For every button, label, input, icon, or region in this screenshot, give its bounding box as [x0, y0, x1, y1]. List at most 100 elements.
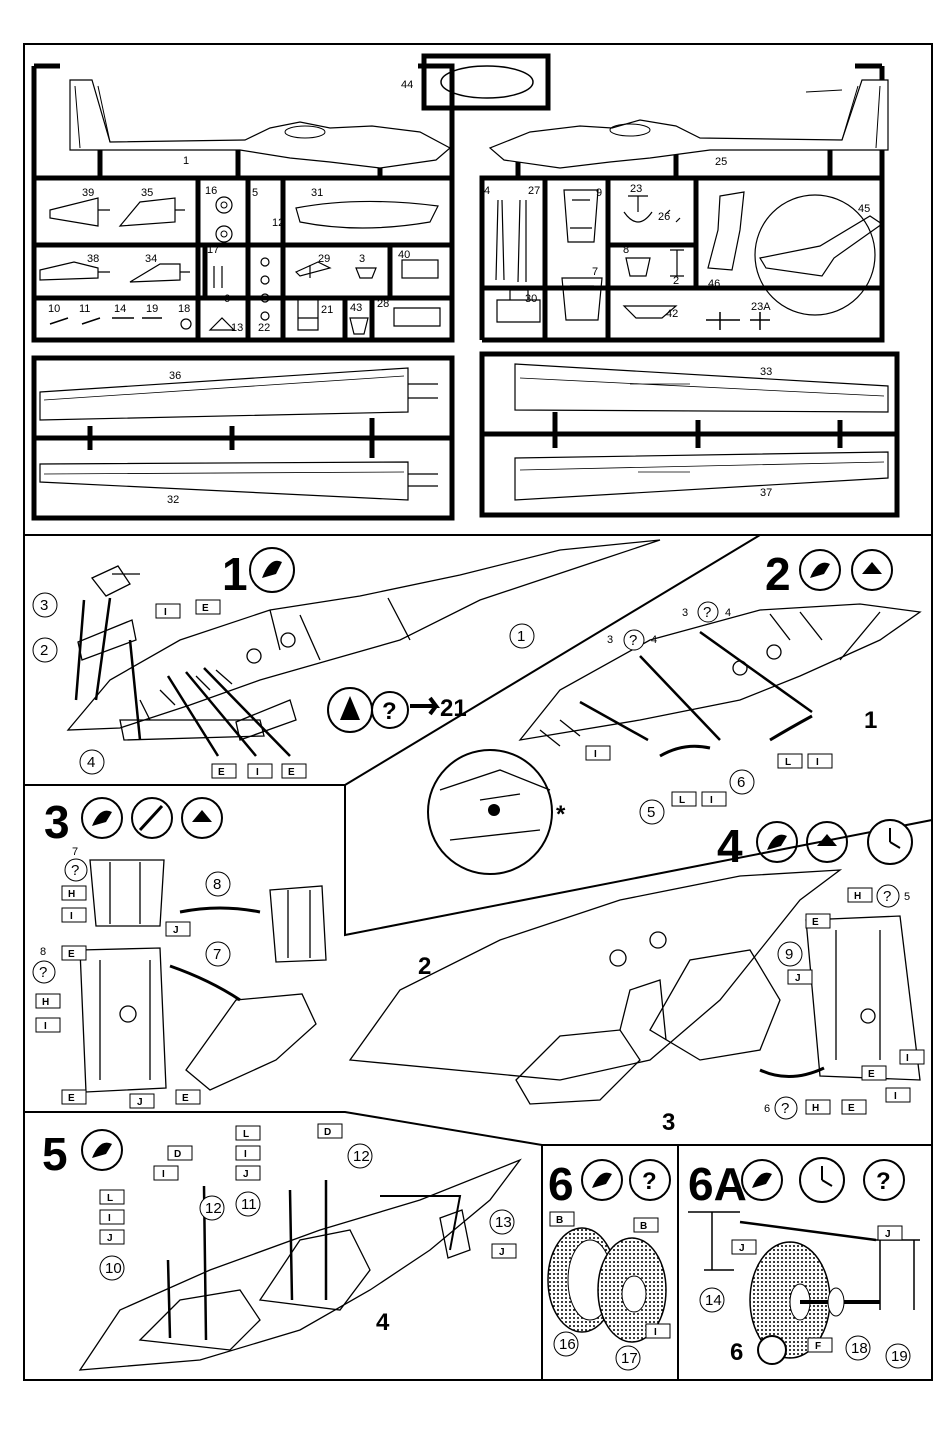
- svg-text:9: 9: [785, 946, 793, 963]
- svg-text:F: F: [815, 1341, 821, 1352]
- svg-text:?: ?: [39, 964, 47, 981]
- arrow-icon: [410, 696, 440, 716]
- svg-text:5: 5: [252, 187, 258, 199]
- svg-text:6A: 6A: [688, 1158, 747, 1210]
- svg-text:E: E: [868, 1069, 875, 1080]
- svg-text:42: 42: [666, 308, 678, 320]
- svg-text:6: 6: [764, 1103, 770, 1115]
- fuselage-with-seats: [348, 869, 921, 1105]
- svg-text:?: ?: [781, 1100, 789, 1117]
- svg-text:14: 14: [705, 1292, 722, 1309]
- svg-text:B: B: [640, 1221, 647, 1232]
- svg-text:8: 8: [623, 244, 629, 256]
- paint-icon: [806, 821, 848, 863]
- step-2: 2 3 ? 4 3 ? 4 1 * 6: [427, 548, 922, 875]
- svg-text:L: L: [679, 795, 685, 806]
- svg-text:3: 3: [682, 607, 688, 619]
- svg-text:I: I: [654, 1327, 657, 1338]
- step-3-refs: 7 ? 8 ?: [32, 846, 88, 984]
- svg-text:7: 7: [213, 946, 221, 963]
- svg-text:I: I: [164, 607, 167, 618]
- svg-text:19: 19: [891, 1348, 908, 1365]
- svg-text:18: 18: [178, 303, 190, 315]
- step-2-callouts: 6 5: [639, 769, 755, 825]
- step-4-refs: 2 ? 5 6 ? 3: [418, 884, 910, 1136]
- fuselage-drawing: [518, 603, 922, 747]
- glue-icon: [81, 797, 123, 839]
- detail-part-shape: [340, 696, 360, 720]
- svg-text:13: 13: [231, 322, 243, 334]
- brush-icon: [131, 797, 173, 839]
- glue-icon: [249, 547, 295, 593]
- svg-text:28: 28: [377, 298, 389, 310]
- step-5-callouts: 12 11 10 12 13: [99, 1143, 515, 1281]
- svg-text:44: 44: [401, 79, 413, 91]
- step-3-callouts: 8 7: [205, 871, 231, 967]
- arrows: [74, 597, 291, 757]
- glue-tube-shape: [262, 560, 282, 578]
- svg-text:2: 2: [418, 953, 431, 980]
- svg-text:E: E: [218, 767, 225, 778]
- svg-text:10: 10: [48, 303, 60, 315]
- paint-icon: [181, 797, 223, 839]
- svg-text:6: 6: [224, 293, 230, 305]
- svg-text:40: 40: [398, 249, 410, 261]
- svg-text:J: J: [885, 1229, 891, 1240]
- svg-text:I: I: [816, 757, 819, 768]
- svg-text:17: 17: [207, 244, 219, 256]
- svg-text:L: L: [107, 1193, 113, 1204]
- svg-text:E: E: [182, 1093, 189, 1104]
- svg-text:4: 4: [484, 185, 490, 197]
- svg-text:23A: 23A: [751, 301, 771, 313]
- svg-text:12: 12: [205, 1200, 222, 1217]
- svg-text:32: 32: [167, 494, 179, 506]
- svg-text:3: 3: [662, 1109, 675, 1136]
- svg-text:27: 27: [528, 185, 540, 197]
- svg-text:L: L: [785, 757, 791, 768]
- svg-text:?: ?: [629, 632, 637, 649]
- svg-text:?: ?: [382, 698, 397, 725]
- svg-text:18: 18: [851, 1340, 868, 1357]
- paint-icon: [851, 549, 893, 591]
- svg-text:E: E: [288, 767, 295, 778]
- svg-text:L: L: [243, 1129, 249, 1140]
- optional-icon: [371, 691, 409, 729]
- svg-text:11: 11: [79, 303, 90, 315]
- step-2-tags: I L I L I: [585, 745, 833, 807]
- svg-text:35: 35: [141, 187, 153, 199]
- svg-text:I: I: [594, 749, 597, 760]
- svg-text:36: 36: [169, 370, 181, 382]
- svg-text:21: 21: [321, 304, 333, 316]
- arrows: [579, 630, 813, 742]
- svg-text:D: D: [174, 1149, 181, 1160]
- svg-text:34: 34: [145, 253, 157, 265]
- svg-text:E: E: [202, 603, 209, 614]
- svg-text:5: 5: [904, 891, 910, 903]
- svg-text:*: *: [556, 801, 566, 828]
- svg-text:21: 21: [440, 695, 467, 722]
- svg-text:E: E: [812, 917, 819, 928]
- svg-text:I: I: [162, 1169, 165, 1180]
- svg-text:5: 5: [647, 804, 655, 821]
- glue-icon: [757, 1335, 787, 1365]
- gear-wheel: [749, 1241, 880, 1359]
- optional-icon: [629, 1159, 671, 1201]
- seat-parts: [79, 859, 327, 1093]
- svg-text:H: H: [854, 891, 861, 902]
- svg-text:3: 3: [44, 796, 70, 848]
- svg-text:12: 12: [353, 1148, 370, 1165]
- svg-text:2: 2: [673, 275, 679, 287]
- step-4-tags: H E J I H E I E: [787, 887, 925, 1115]
- sheet-border: [23, 43, 933, 1381]
- step-4: 4 2 ? 5 6 ? 3 9 H E J: [348, 819, 925, 1136]
- svg-text:H: H: [42, 997, 49, 1008]
- glue-icon: [799, 549, 841, 591]
- step-5-ref: 4: [376, 1309, 390, 1336]
- svg-text:E: E: [68, 1093, 75, 1104]
- svg-text:31: 31: [311, 187, 323, 199]
- svg-text:14: 14: [114, 303, 126, 315]
- svg-text:J: J: [107, 1233, 113, 1244]
- svg-text:1: 1: [864, 707, 877, 734]
- svg-text:5: 5: [42, 1128, 68, 1180]
- svg-text:3: 3: [40, 597, 48, 614]
